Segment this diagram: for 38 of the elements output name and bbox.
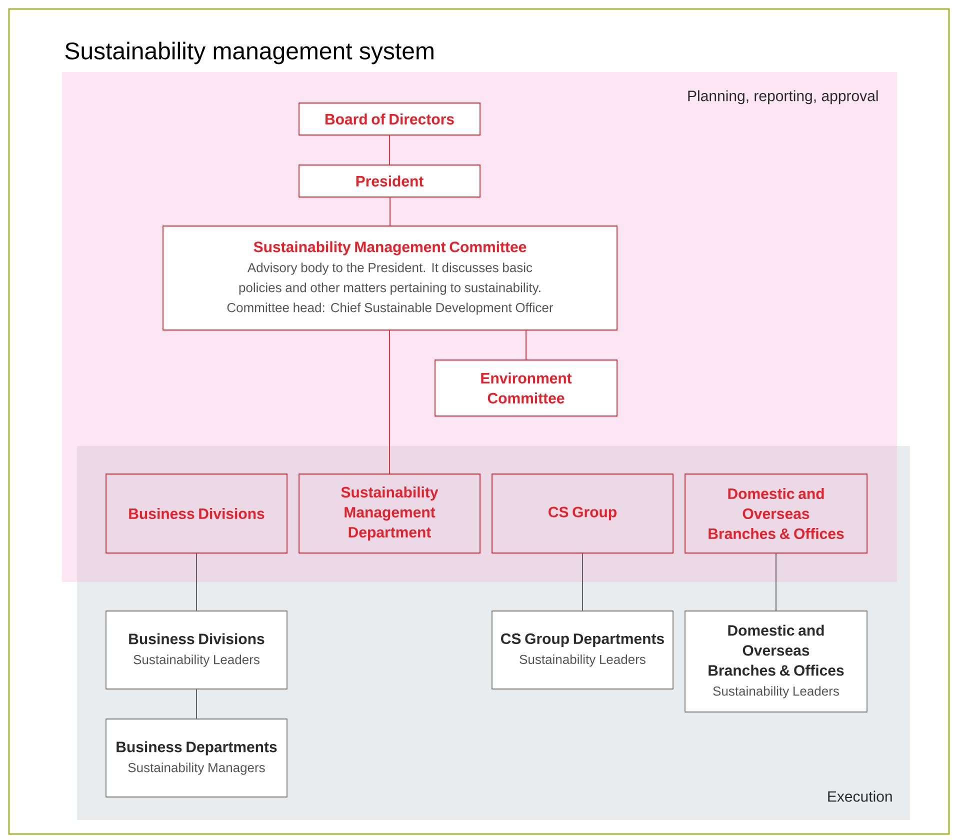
band-label: Planning, reporting, approval	[688, 90, 878, 104]
connector	[389, 135, 390, 165]
band-label: Execution	[828, 790, 892, 802]
org-box	[684, 610, 868, 712]
box-heading: Domestic and Overseas Branches & Offices	[708, 488, 844, 539]
org-box	[298, 474, 480, 554]
box-description: Committee head: Chief Sustainable Development Officer	[227, 302, 554, 315]
org-box	[684, 474, 868, 554]
box-description: Sustainability Leaders	[134, 654, 260, 667]
box-heading: President	[356, 176, 424, 186]
box-heading: Board of Directors	[326, 114, 454, 124]
org-box	[298, 102, 480, 136]
box-heading: Business Departments	[116, 741, 277, 756]
box-description: Sustainability Leaders	[713, 686, 839, 698]
box-description: Sustainability Managers	[128, 762, 265, 775]
connector	[389, 330, 390, 474]
org-box	[106, 718, 288, 798]
box-description: Advisory body to the President. It discusses basic policies and other matters pertaining to sustainability.	[239, 262, 540, 295]
box-description: Sustainability Leaders	[520, 654, 646, 667]
title: Sustainability management system	[65, 42, 434, 64]
org-box	[492, 474, 674, 554]
org-box	[492, 610, 674, 690]
box-heading: Environment Committee	[481, 372, 572, 404]
box-heading: CS Group	[548, 506, 616, 520]
box-heading: Business Divisions	[129, 508, 264, 519]
connector	[582, 553, 583, 611]
connector	[196, 553, 197, 611]
box-heading: Sustainability Management Department	[341, 486, 438, 540]
org-box	[106, 610, 288, 690]
org-box	[434, 360, 618, 416]
org-box	[106, 474, 288, 554]
box-heading: Sustainability Management Committee	[254, 241, 526, 256]
connector	[196, 689, 197, 719]
org-box	[298, 164, 480, 198]
box-heading: CS Group Departments	[501, 633, 664, 647]
box-heading: Business Divisions	[129, 633, 264, 644]
box-heading: Domestic and Overseas Branches & Offices	[708, 624, 844, 676]
org-box	[162, 226, 618, 330]
